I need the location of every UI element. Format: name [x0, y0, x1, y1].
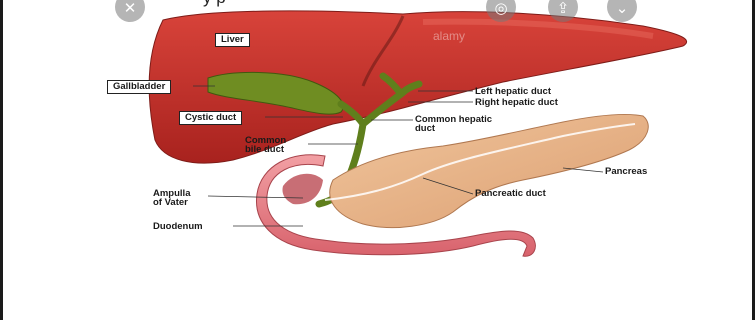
header-text-fragment: y p [203, 0, 226, 8]
label-gallbladder: Gallbladder [107, 80, 171, 94]
label-right-hepatic-duct: Right hepatic duct [475, 98, 558, 107]
image-overlay-controls: y p ✕ ◎ ⇪ ⌄ [3, 0, 755, 26]
label-common-hepatic-duct: Common hepatic duct [415, 115, 492, 133]
anatomy-illustration: alamy alamy Liver Gallbladder Cystic duc… [3, 0, 755, 320]
watermark-text-2: alamy [113, 111, 143, 123]
label-left-hepatic-duct: Left hepatic duct [475, 87, 551, 96]
close-icon[interactable]: ✕ [115, 0, 145, 22]
target-icon[interactable]: ◎ [486, 0, 516, 22]
label-duodenum: Duodenum [153, 222, 203, 231]
label-pancreatic-duct: Pancreatic duct [475, 189, 546, 198]
label-ampulla: Ampulla of Vater [153, 189, 190, 207]
label-liver: Liver [215, 33, 250, 47]
chevron-down-icon[interactable]: ⌄ [607, 0, 637, 22]
duodenum-opening [282, 174, 323, 205]
watermark-text-1: alamy [433, 29, 465, 43]
share-icon[interactable]: ⇪ [548, 0, 578, 22]
label-pancreas: Pancreas [605, 167, 647, 176]
label-common-bile-duct: Common bile duct [245, 136, 286, 154]
label-cystic-duct: Cystic duct [179, 111, 242, 125]
